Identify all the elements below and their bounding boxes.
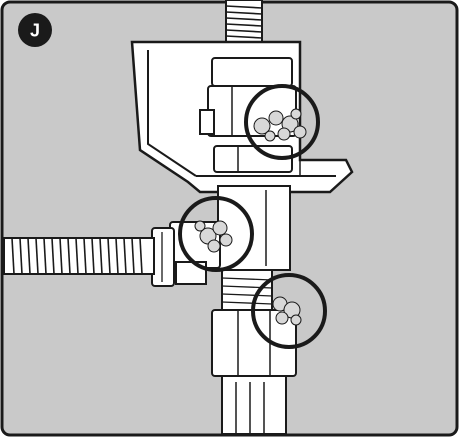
step-badge: J [18, 13, 52, 47]
bubbles-icon [194, 220, 233, 253]
lower-nut-and-pipe [211, 309, 297, 435]
step-label: J [30, 21, 40, 41]
leak-check-upper-nut [244, 84, 320, 160]
leak-check-lower-fitting [251, 273, 327, 349]
bubbles-icon [272, 296, 302, 326]
leak-check-side-fitting [178, 196, 254, 272]
bubbles-icon [253, 108, 307, 142]
left-corrugated-hose [3, 237, 155, 275]
